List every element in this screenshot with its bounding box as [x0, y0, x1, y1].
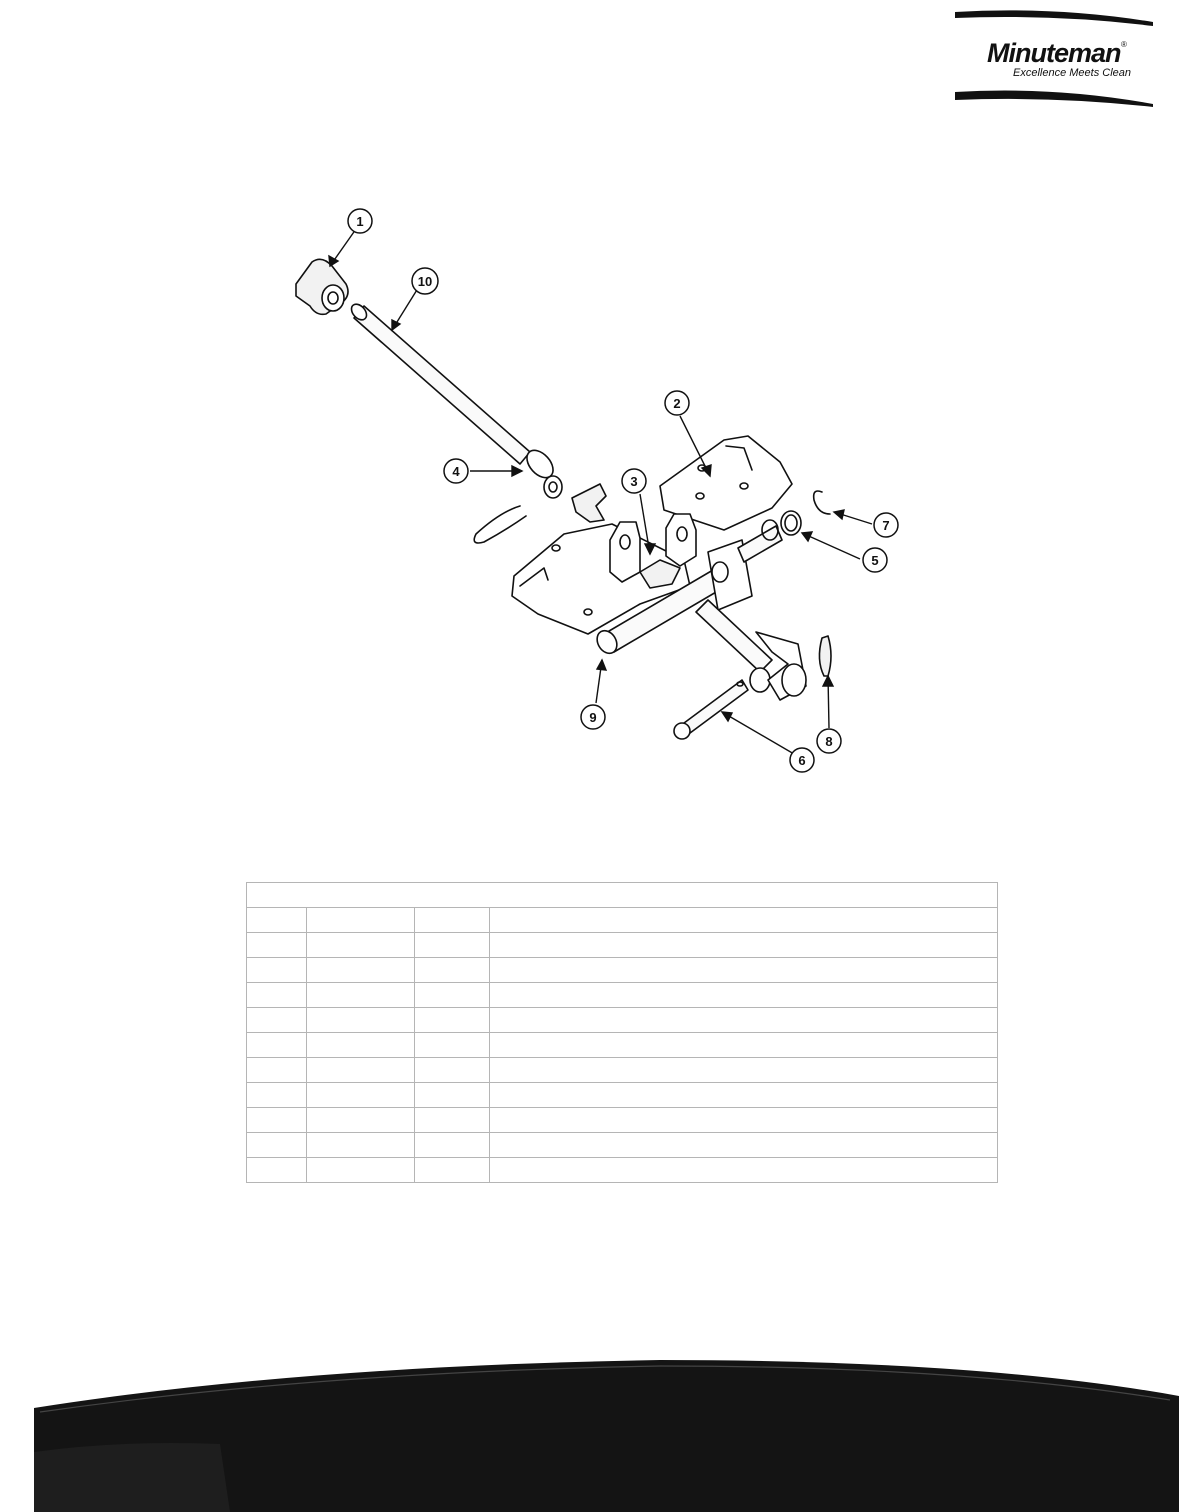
bracket-part [609, 521, 641, 583]
table-cell [246, 1032, 307, 1058]
svg-text:5: 5 [871, 553, 878, 568]
table-row [246, 1132, 998, 1158]
callout-2: 2 [664, 390, 690, 416]
table-cell [306, 1007, 415, 1033]
callout-8: 8 [816, 728, 842, 754]
table-row [246, 1157, 998, 1183]
registered-mark: ® [1121, 40, 1127, 49]
brand-tagline: Excellence Meets Clean [1013, 67, 1132, 79]
table-cell [246, 957, 307, 983]
e-clip-part [812, 490, 831, 515]
table-row [246, 932, 998, 958]
rod-part [350, 303, 554, 479]
table-title-row [246, 882, 998, 908]
table-cell [306, 1107, 415, 1133]
callouts: 1 10 2 4 3 7 5 9 8 6 [347, 208, 899, 773]
table-header-cell [489, 907, 998, 933]
table-cell [489, 1157, 998, 1183]
exploded-parts-diagram: 1 10 2 4 3 7 5 9 8 6 [295, 208, 899, 773]
svg-text:1: 1 [356, 214, 363, 229]
table-row [246, 957, 998, 983]
table-title [246, 882, 998, 908]
knob-part [295, 258, 349, 316]
brand-name: Minuteman [987, 38, 1122, 68]
table-cell [246, 932, 307, 958]
svg-text:10: 10 [418, 274, 432, 289]
table-header-cell [306, 907, 415, 933]
table-row [246, 982, 998, 1008]
table-cell [489, 932, 998, 958]
cotter-pin-part [818, 635, 832, 677]
callout-6: 6 [789, 747, 815, 773]
table-row [246, 1007, 998, 1033]
table-header-cell [246, 907, 307, 933]
table-header-cell [414, 907, 490, 933]
table-cell [489, 982, 998, 1008]
table-cell [414, 1007, 490, 1033]
callout-4: 4 [443, 458, 469, 484]
table-cell [489, 1132, 998, 1158]
table-row [246, 1107, 998, 1133]
clevis-pin-part [679, 679, 749, 737]
flat-washer-part [780, 510, 802, 536]
callout-3: 3 [621, 468, 647, 494]
table-cell [306, 1082, 415, 1108]
svg-text:2: 2 [673, 396, 680, 411]
svg-text:9: 9 [589, 710, 596, 725]
table-cell [414, 1082, 490, 1108]
wing-nut-part [571, 483, 607, 523]
table-cell [489, 957, 998, 983]
svg-text:6: 6 [798, 753, 805, 768]
callout-10: 10 [411, 267, 439, 295]
table-cell [306, 1132, 415, 1158]
table-row [246, 1032, 998, 1058]
table-cell [414, 1032, 490, 1058]
table-row [246, 1057, 998, 1083]
table-header-row [246, 907, 998, 933]
table-cell [246, 982, 307, 1008]
table-cell [246, 1157, 307, 1183]
table-cell [246, 1057, 307, 1083]
table-cell [489, 1082, 998, 1108]
table-cell [489, 1032, 998, 1058]
svg-text:3: 3 [630, 474, 637, 489]
callout-1: 1 [347, 208, 373, 234]
link-part [695, 599, 773, 673]
table-cell [414, 982, 490, 1008]
callout-9: 9 [580, 704, 606, 730]
pivot-block-part [707, 539, 753, 611]
table-cell [306, 1157, 415, 1183]
table-cell [306, 1057, 415, 1083]
table-cell [306, 982, 415, 1008]
table-cell [246, 1132, 307, 1158]
table-cell [414, 1132, 490, 1158]
table-cell [414, 1107, 490, 1133]
table-cell [414, 1157, 490, 1183]
washer-part [543, 475, 563, 499]
table-cell [246, 1082, 307, 1108]
hairpin-clip-part [473, 505, 527, 544]
table-cell [414, 957, 490, 983]
table-cell [306, 932, 415, 958]
table-cell [246, 1007, 307, 1033]
svg-text:4: 4 [452, 464, 460, 479]
logo-swoosh-lines [955, 10, 1153, 107]
table-cell [306, 957, 415, 983]
svg-text:8: 8 [825, 734, 832, 749]
table-cell [489, 1007, 998, 1033]
table-cell [306, 1032, 415, 1058]
table-cell [489, 1107, 998, 1133]
parts-list-table [246, 882, 998, 1183]
table-cell [489, 1057, 998, 1083]
callout-7: 7 [873, 512, 899, 538]
brand-logo: Minuteman ® Excellence Meets Clean [955, 8, 1155, 108]
table-cell [414, 932, 490, 958]
table-row [246, 1082, 998, 1108]
table-cell [246, 1107, 307, 1133]
table-cell [414, 1057, 490, 1083]
callout-5: 5 [862, 547, 888, 573]
svg-text:7: 7 [882, 518, 889, 533]
